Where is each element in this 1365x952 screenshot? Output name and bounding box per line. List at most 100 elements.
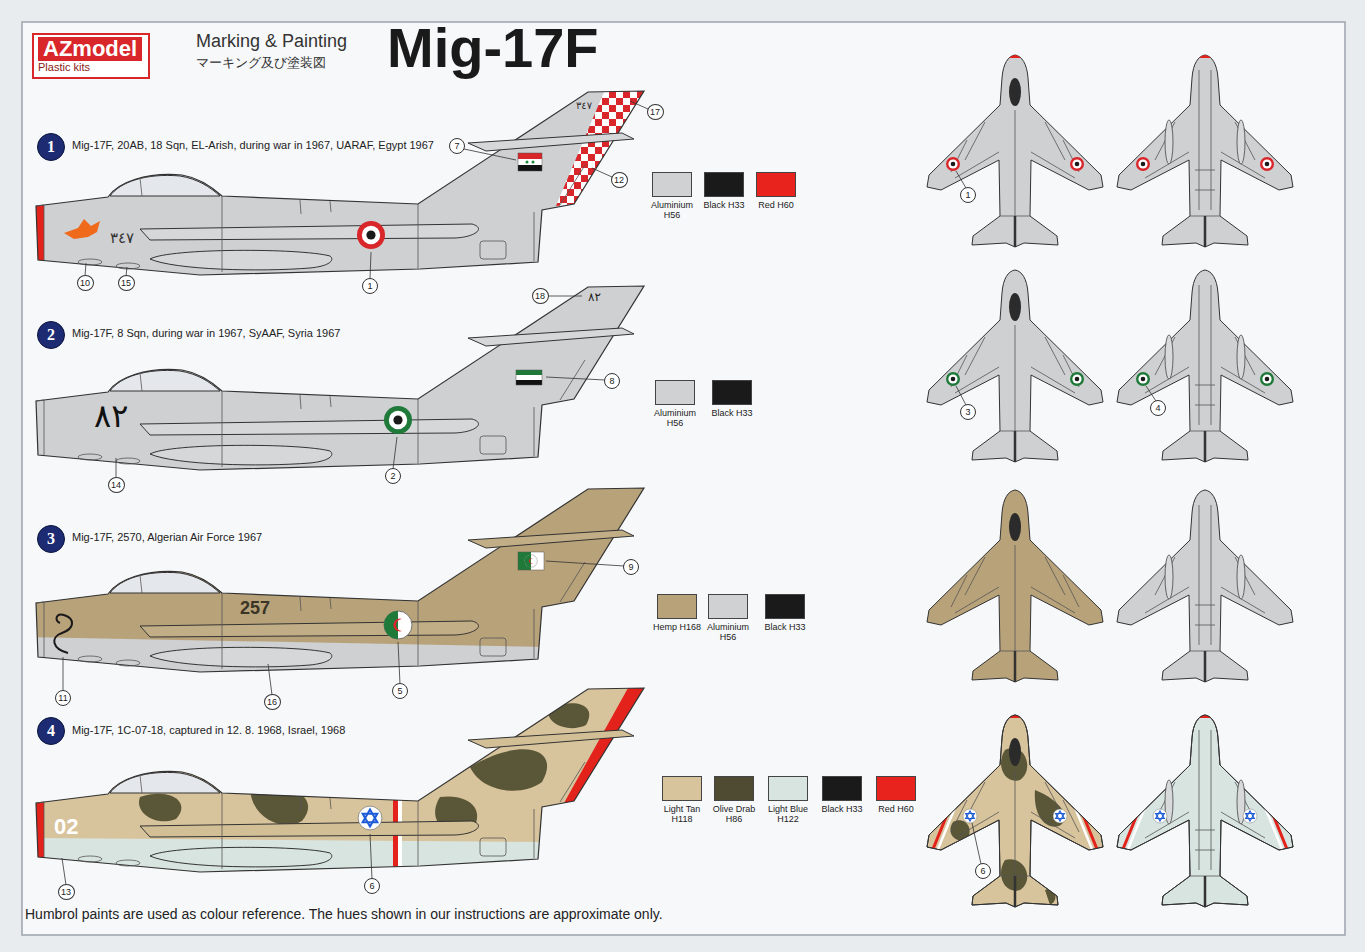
paint-name: Light Tan H118 bbox=[655, 804, 709, 825]
plan-bottom-israel bbox=[1243, 809, 1257, 823]
callout-number: 9 bbox=[623, 559, 639, 575]
aircraft-side-syria bbox=[516, 370, 542, 385]
aircraft-side-algeria bbox=[54, 614, 72, 653]
aircraft-side-egypt bbox=[28, 90, 646, 280]
callout-number: 15 bbox=[118, 275, 135, 291]
paint-name: Hemp H168 bbox=[650, 622, 704, 632]
plan-bottom-israel bbox=[1153, 809, 1167, 823]
color-swatch bbox=[765, 594, 805, 619]
color-swatch bbox=[768, 776, 808, 801]
paint-name: Aluminium H56 bbox=[645, 200, 699, 221]
color-swatch bbox=[822, 776, 862, 801]
plan-top-israel bbox=[927, 710, 1103, 907]
option-number: 1 bbox=[47, 138, 55, 156]
aircraft-side-israel bbox=[358, 806, 382, 830]
color-swatch bbox=[756, 172, 796, 197]
brand-name: AZmodel bbox=[38, 37, 142, 61]
aircraft-side-syria bbox=[516, 370, 542, 385]
aircraft-side-algeria bbox=[468, 530, 634, 548]
aircraft-side-egypt bbox=[28, 190, 44, 280]
callout-number: 5 bbox=[392, 683, 408, 699]
aircraft-serial: ٨٢ bbox=[94, 398, 128, 435]
option-number-circle: 2 bbox=[37, 321, 65, 349]
aircraft-side-egypt bbox=[556, 90, 646, 206]
brand-subtitle: Plastic kits bbox=[38, 61, 142, 74]
plan-top-syria bbox=[951, 293, 1079, 462]
aircraft-side-egypt bbox=[518, 165, 542, 171]
plan-top-syria bbox=[927, 270, 1103, 462]
plan-top-egypt bbox=[951, 78, 1079, 247]
callout-number: 6 bbox=[364, 878, 380, 894]
plan-bottom-egypt bbox=[1117, 55, 1293, 247]
plan-bottom-egypt bbox=[1136, 157, 1150, 171]
aircraft-side-egypt bbox=[140, 224, 478, 240]
leader-line bbox=[956, 171, 966, 188]
plan-top-syria bbox=[927, 270, 1103, 462]
plan-top-israel bbox=[951, 738, 1079, 907]
aircraft-side-algeria bbox=[384, 611, 412, 639]
plan-bottom-egypt bbox=[1195, 50, 1215, 58]
aircraft-side-syria bbox=[36, 286, 644, 470]
option-number-circle: 3 bbox=[37, 525, 65, 553]
callout-number: 4 bbox=[1150, 400, 1166, 416]
plan-top-israel bbox=[950, 820, 969, 841]
plan-bottom-egypt bbox=[1260, 157, 1274, 171]
leader-line bbox=[393, 437, 397, 469]
callout-number: 18 bbox=[532, 288, 549, 304]
sheet-frame bbox=[22, 22, 1345, 935]
logo-box: AZmodelPlastic kits bbox=[32, 33, 150, 79]
aircraft-serial: ٣٤٧ bbox=[110, 229, 134, 246]
option-number: 4 bbox=[47, 722, 55, 740]
paint-name: Black H33 bbox=[705, 408, 759, 418]
aircraft-side-israel bbox=[150, 847, 332, 867]
paint-name: Aluminium H56 bbox=[648, 408, 702, 429]
callout-number: 13 bbox=[58, 884, 75, 900]
aircraft-side-syria bbox=[468, 328, 634, 346]
callout-number: 8 bbox=[604, 373, 620, 389]
color-swatch bbox=[655, 380, 695, 405]
aircraft-side-algeria bbox=[150, 647, 332, 667]
aircraft-side-syria bbox=[110, 370, 220, 391]
leader-line bbox=[630, 101, 648, 109]
paint-name: Aluminium H56 bbox=[701, 622, 755, 643]
leader-line bbox=[398, 642, 400, 684]
callout-number: 2 bbox=[385, 468, 401, 484]
plan-bottom-syria bbox=[1136, 372, 1150, 386]
aircraft-side-algeria bbox=[28, 637, 548, 687]
color-swatch bbox=[712, 380, 752, 405]
aircraft-side-israel bbox=[28, 787, 44, 877]
plan-bottom-israel bbox=[1117, 715, 1293, 907]
callout-number: 12 bbox=[611, 172, 628, 188]
aircraft-side-egypt bbox=[518, 159, 542, 165]
leader-line bbox=[370, 252, 371, 279]
option-number: 3 bbox=[47, 530, 55, 548]
aircraft-side-syria bbox=[36, 360, 585, 467]
color-swatch bbox=[704, 172, 744, 197]
plan-top-israel bbox=[927, 715, 1103, 907]
aircraft-side-egypt bbox=[36, 165, 585, 272]
leader-line bbox=[63, 657, 64, 691]
plan-bottom-syria bbox=[1260, 372, 1274, 386]
aircraft-serial: ٨٢ bbox=[588, 291, 601, 305]
plan-bottom-israel bbox=[1117, 715, 1293, 907]
aircraft-side-egypt bbox=[36, 91, 644, 275]
aircraft-side-algeria bbox=[518, 552, 544, 570]
aircraft-side-egypt bbox=[518, 153, 542, 171]
aircraft-side-egypt bbox=[357, 221, 385, 249]
leader-line bbox=[592, 168, 612, 177]
scheme-description: Mig-17F, 20AB, 18 Sqn, EL-Arish, during … bbox=[72, 139, 434, 152]
aircraft-serial: ٣٤٧ bbox=[576, 100, 592, 112]
plan-top-algeria bbox=[927, 490, 1103, 682]
aircraft-side-egypt bbox=[518, 153, 542, 159]
leader-line bbox=[268, 664, 272, 695]
aircraft-side-algeria bbox=[140, 621, 478, 637]
paint-name: Black H33 bbox=[815, 804, 869, 814]
aircraft-side-syria bbox=[150, 445, 332, 465]
aircraft-side-egypt bbox=[110, 175, 220, 196]
paint-name: Red H60 bbox=[749, 200, 803, 210]
aircraft-side-syria bbox=[516, 380, 542, 385]
callout-number: 7 bbox=[449, 138, 465, 154]
plan-top-algeria bbox=[951, 513, 1079, 682]
callout-number: 1 bbox=[362, 278, 378, 294]
